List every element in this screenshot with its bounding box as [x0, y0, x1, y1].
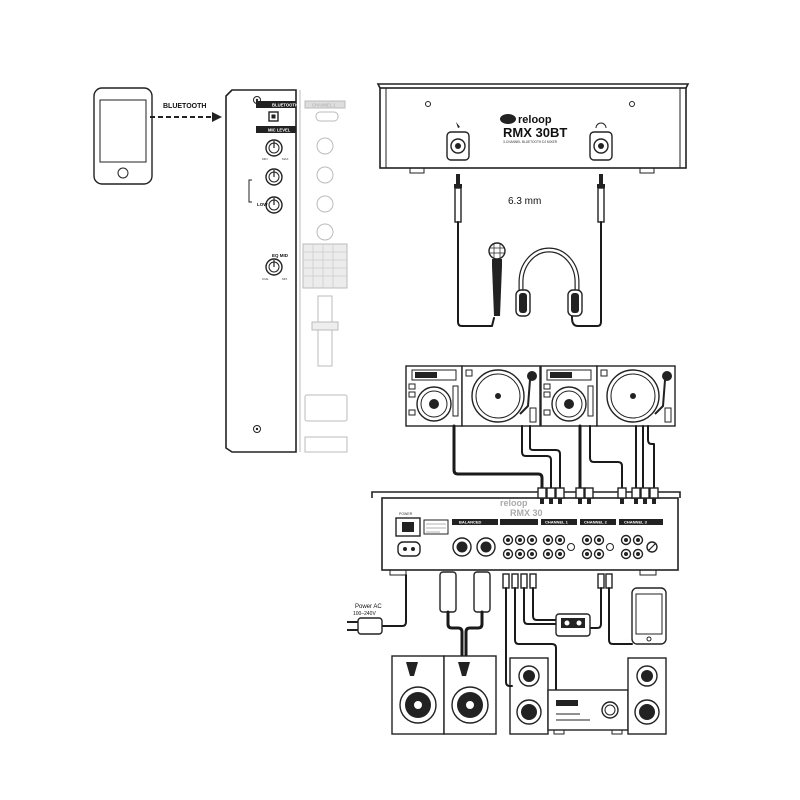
- cue-mix-knob: [265, 258, 283, 276]
- brand-logo: reloop RMX 30BT 3-CHANNEL BLUETOOTH DJ M…: [500, 114, 567, 144]
- xlr-cables: [439, 571, 491, 658]
- svg-text:reloop: reloop: [500, 498, 528, 508]
- mixer-rear-view: reloop RMX 30 POWER BALANCED CHANNEL 1 C…: [371, 491, 681, 576]
- svg-text:CUE: CUE: [262, 277, 268, 281]
- panel-eq-mid-label: EQ MID: [272, 253, 289, 258]
- hifi-speaker-2-icon: [627, 657, 667, 735]
- brand-text: reloop: [518, 114, 552, 126]
- mic-mid-knob: [265, 168, 283, 186]
- panel-low-label: LOW: [257, 202, 268, 207]
- mic-input-jack: [446, 122, 470, 161]
- rear-channel3-label: CHANNEL 3: [624, 520, 648, 525]
- mic-cable: [457, 235, 495, 327]
- speaker-2-icon: [443, 655, 497, 735]
- hifi-speaker-icon: [509, 657, 549, 735]
- rca-input-plugs: [537, 487, 659, 504]
- panel-bluetooth-label: BLUETOOTH: [272, 103, 298, 108]
- headphone-plug: [597, 174, 605, 237]
- cd-player-2-icon: [540, 365, 598, 427]
- speaker-icon: [391, 655, 445, 735]
- smartphone-icon: [93, 87, 153, 185]
- turntable-2-icon: [596, 365, 676, 427]
- power-plug-icon: [347, 617, 383, 635]
- smartphone-2-icon: [631, 587, 667, 645]
- bluetooth-label: BLUETOOTH: [163, 103, 206, 110]
- rca-jacks: [502, 534, 658, 560]
- panel-channel-label: CHANNEL 1: [312, 103, 336, 108]
- voltage-label: 100–240V: [353, 611, 376, 617]
- mic-level-knob: [265, 139, 283, 157]
- power-cable: [381, 574, 407, 627]
- rear-balanced-label: BALANCED: [459, 520, 482, 525]
- rear-channel2-label: CHANNEL 2: [584, 520, 608, 525]
- microphone-icon: [488, 242, 506, 316]
- mic-plug: [454, 174, 462, 237]
- svg-text:MAX: MAX: [282, 157, 289, 161]
- rear-power-label: POWER: [399, 512, 413, 516]
- headphone-output-jack: [589, 122, 613, 161]
- power-label: Power AC: [355, 604, 382, 610]
- front-panel: BLUETOOTH MIC LEVEL LOW EQ MID MIN MAX CU…: [225, 89, 348, 453]
- jack-size-label: 6.3 mm: [508, 196, 541, 207]
- svg-text:RMX 30: RMX 30: [510, 508, 543, 518]
- rear-channel1-label: CHANNEL 1: [545, 520, 569, 525]
- headphones-icon: [515, 247, 583, 317]
- headphone-cable: [571, 235, 602, 327]
- panel-mic-level: MIC LEVEL: [268, 128, 291, 133]
- model-text: RMX 30BT: [503, 125, 567, 140]
- mic-low-knob: [265, 196, 283, 214]
- tape-deck-icon: [555, 613, 591, 637]
- cd-player-icon: [405, 365, 463, 427]
- mixer-front-view: reloop RMX 30BT 3-CHANNEL BLUETOOTH DJ M…: [376, 83, 690, 174]
- turntable-icon: [461, 365, 541, 427]
- bluetooth-arrow: [150, 112, 222, 122]
- model-subtitle: 3-CHANNEL BLUETOOTH DJ MIXER: [503, 140, 558, 144]
- svg-text:MIX: MIX: [282, 277, 287, 281]
- deck-cables: [452, 424, 655, 492]
- svg-text:MIN: MIN: [262, 157, 268, 161]
- rca-output-cables: [502, 573, 633, 691]
- amplifier-icon: [547, 689, 629, 735]
